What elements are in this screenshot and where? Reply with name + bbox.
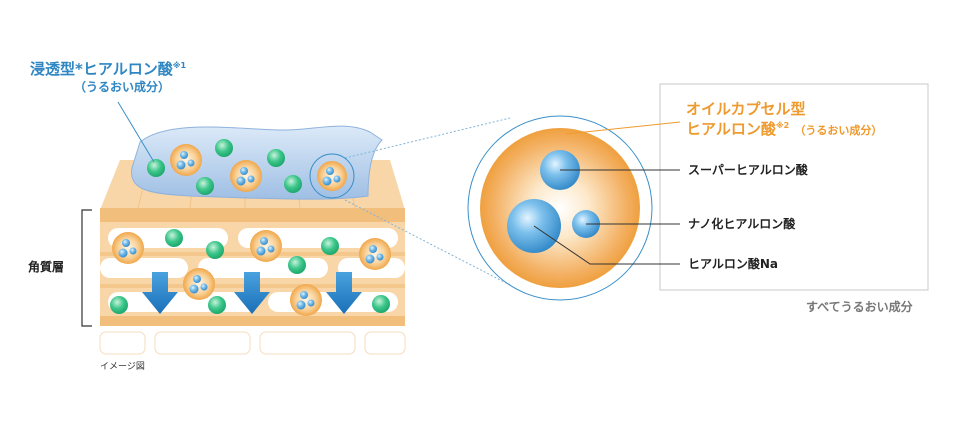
oil-capsule-leader <box>565 121 681 135</box>
super-ha-label: スーパーヒアルロン酸 <box>688 163 808 177</box>
image-note: イメージ図 <box>100 362 145 372</box>
penetrating-ha-subtitle: （うるおい成分） <box>74 80 171 94</box>
ha-na-label: ヒアルロン酸Na <box>688 257 779 271</box>
oil-capsule-footnote: ※2 <box>775 121 790 130</box>
stratum-bracket <box>81 209 92 327</box>
penetrating-ha-title: 浸透型*ヒアルロン酸※1 <box>30 60 186 78</box>
oil-capsule-title-line2: ヒアルロン酸※2 （うるおい成分） <box>686 120 882 138</box>
down-arrow-icon <box>142 272 362 314</box>
info-box <box>659 83 929 291</box>
ingredient-leaders <box>533 169 680 265</box>
penetrating-leader <box>117 101 155 163</box>
zoom-target-ring <box>309 153 355 199</box>
oil-capsule-title-line1: オイルカプセル型 <box>686 100 806 118</box>
hyaluronic-green-dot-icon <box>110 139 390 314</box>
oil-capsule-title-text: ヒアルロン酸 <box>686 120 776 138</box>
penetrating-film <box>131 125 383 200</box>
penetrating-ha-footnote: ※1 <box>172 61 187 70</box>
stratum-corneum-label: 角質層 <box>28 260 65 274</box>
zoomed-capsule <box>467 115 653 301</box>
oil-capsule-icon <box>112 144 391 316</box>
nano-ha-label: ナノ化ヒアルロン酸 <box>688 217 796 231</box>
all-moisture-note: すべてうるおい成分 <box>806 300 913 314</box>
zoom-guides <box>344 117 511 286</box>
oil-capsule-subtitle: （うるおい成分） <box>794 124 883 137</box>
penetrating-ha-title-text: 浸透型*ヒアルロン酸 <box>30 60 173 78</box>
